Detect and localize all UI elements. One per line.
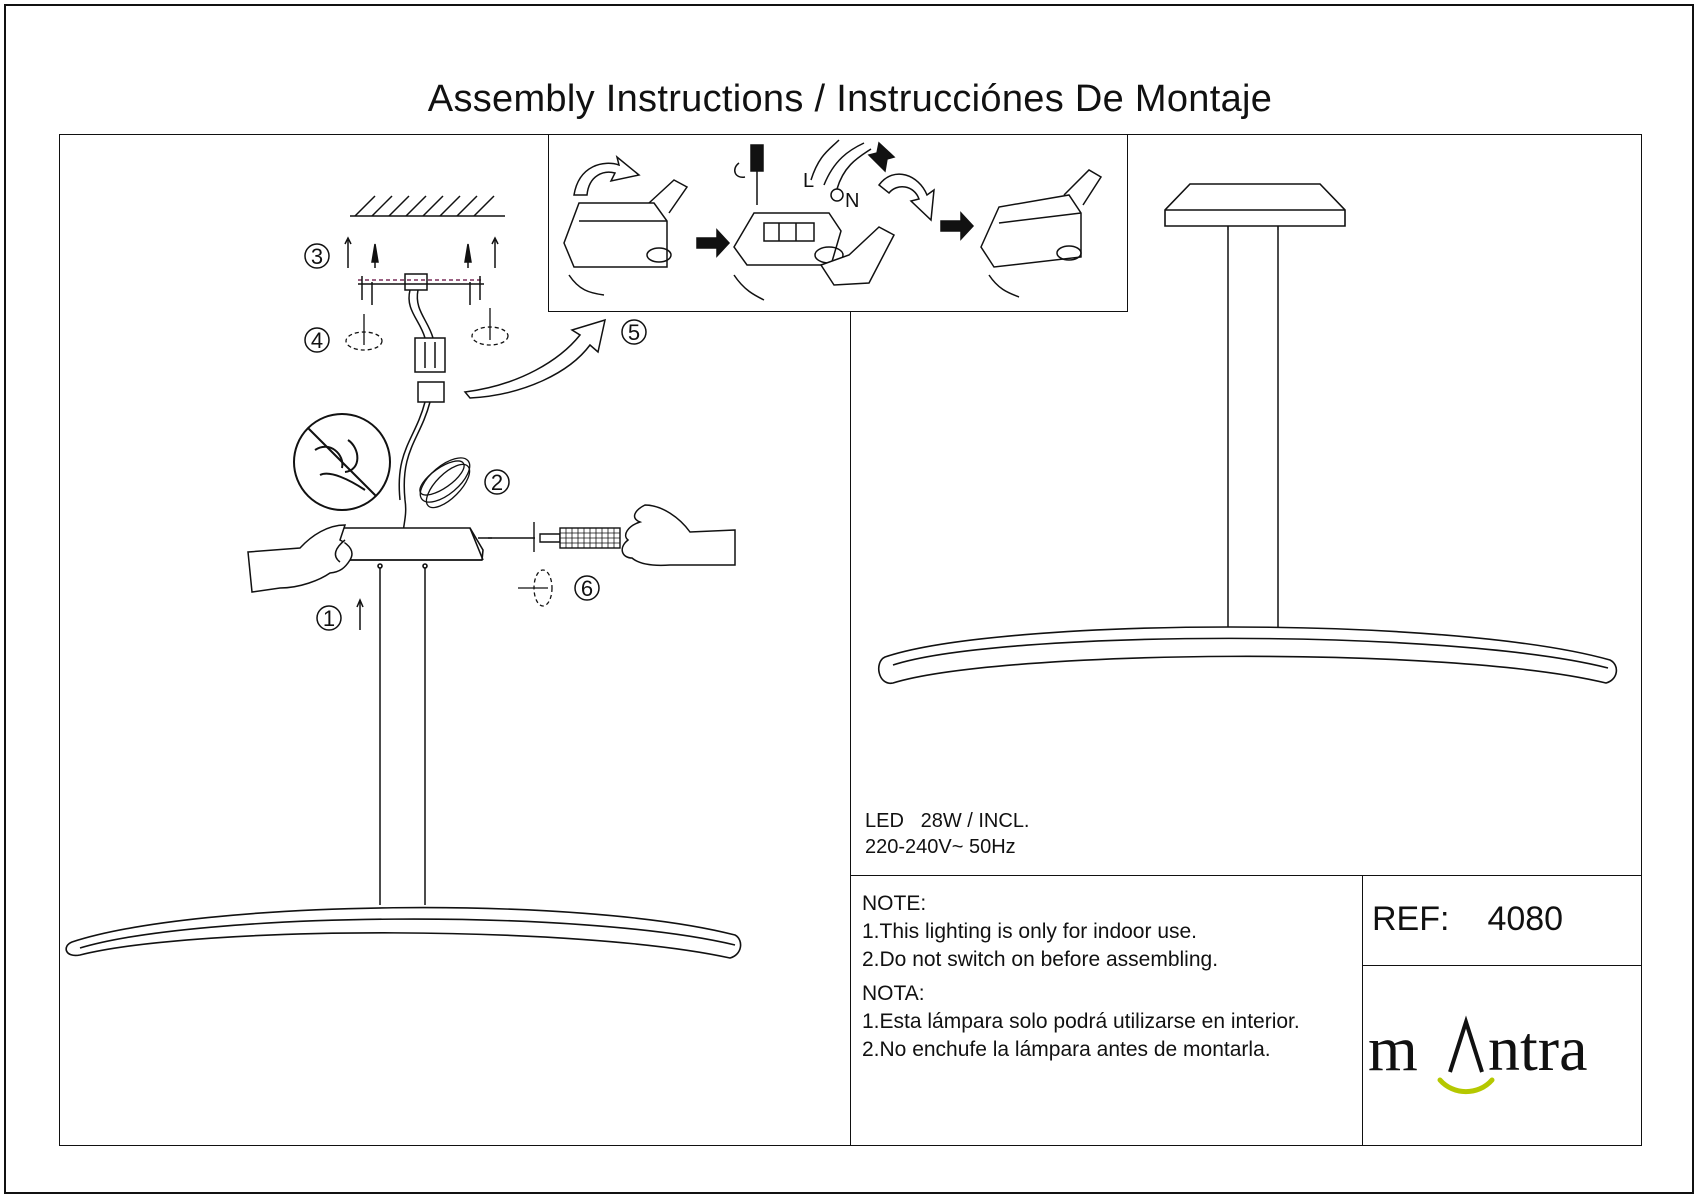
assembled-wires	[1227, 230, 1279, 628]
small-screwdriver-icon	[734, 144, 764, 205]
lead-wire-3	[836, 148, 872, 190]
coiled-wire	[419, 457, 471, 509]
note-heading-es: NOTA:	[862, 982, 925, 1005]
wiring-diagram: L N	[563, 139, 1103, 301]
lead-wire-1	[810, 139, 840, 181]
step-3-label: 3	[311, 244, 323, 269]
note-en-2: 2.Do not switch on before assembling.	[862, 948, 1219, 971]
logo-smile	[1437, 1077, 1495, 1095]
notes-block: NOTE: 1.This lighting is only for indoor…	[862, 890, 1300, 1064]
note-heading-en: NOTE:	[862, 892, 927, 915]
step-1-arrow	[356, 598, 364, 630]
panel-divider	[850, 134, 851, 1146]
assembled-luminaire	[877, 626, 1618, 684]
rotate-mark-6	[518, 569, 553, 607]
notes-divider	[850, 875, 1642, 876]
page-title: Assembly Instructions / Instrucciónes De…	[427, 78, 1273, 120]
supply-cable	[398, 289, 446, 541]
ref-value: 4080	[1487, 900, 1564, 938]
screwdriver-icon	[478, 522, 621, 552]
note-es-2: 2.No enchufe la lámpara antes de montarl…	[862, 1038, 1271, 1061]
step-badges	[304, 243, 647, 631]
note-en-1: 1.This lighting is only for indoor use.	[862, 920, 1198, 943]
left-hand-icon	[247, 524, 353, 593]
instruction-sheet	[4, 4, 1694, 1194]
step-2-label: 2	[491, 470, 503, 495]
ceiling-hatch	[350, 195, 505, 217]
luminaire-bar	[65, 906, 742, 959]
logo-ntra: ntra	[1488, 1013, 1588, 1084]
insert-arrow	[867, 141, 896, 173]
junction-box-open	[733, 212, 896, 301]
live-label: L	[803, 170, 814, 192]
junction-box-closed	[563, 179, 689, 296]
ref-label: REF:	[1372, 900, 1450, 938]
right-hand-icon	[621, 504, 736, 567]
lead-wire-2	[823, 142, 865, 186]
step-5-label: 5	[628, 320, 640, 345]
assembled-canopy	[1164, 183, 1346, 230]
brand-logo: m ntra	[1368, 1000, 1638, 1100]
step-4-label: 4	[311, 328, 323, 353]
earth-icon	[830, 188, 844, 202]
neutral-label: N	[845, 190, 859, 212]
step-6-label: 6	[581, 576, 593, 601]
spec-power: LED 28W / INCL.	[865, 810, 1030, 832]
canopy	[334, 527, 484, 569]
rotate-arrow-1	[573, 154, 641, 196]
rotate-marks	[345, 308, 509, 351]
reference-number: REF: 4080	[1372, 900, 1563, 939]
note-es-1: 1.Esta lámpara solo podrá utilizarse en …	[862, 1010, 1300, 1033]
wall-plugs	[344, 236, 499, 268]
ceiling-bracket	[358, 273, 484, 305]
junction-box-final	[980, 169, 1103, 298]
logo-divider	[1362, 965, 1642, 966]
arrow-to-step-5	[463, 318, 607, 399]
spec-block: LED 28W / INCL. 220-240V~ 50Hz	[865, 808, 1030, 860]
ref-divider	[1362, 875, 1363, 1146]
logo-caret	[1448, 1015, 1484, 1073]
next-arrow-1	[696, 228, 731, 258]
no-cut-icon	[293, 413, 391, 511]
next-arrow-2	[940, 211, 975, 241]
logo-mark: m ntra	[1368, 1013, 1588, 1095]
rotate-arrow-2	[877, 173, 935, 222]
spec-voltage: 220-240V~ 50Hz	[865, 836, 1016, 858]
step-1-label: 1	[323, 606, 335, 631]
logo-m: m	[1368, 1013, 1418, 1084]
suspension-wires	[379, 568, 426, 905]
wiring-inset: L N	[548, 134, 1128, 312]
